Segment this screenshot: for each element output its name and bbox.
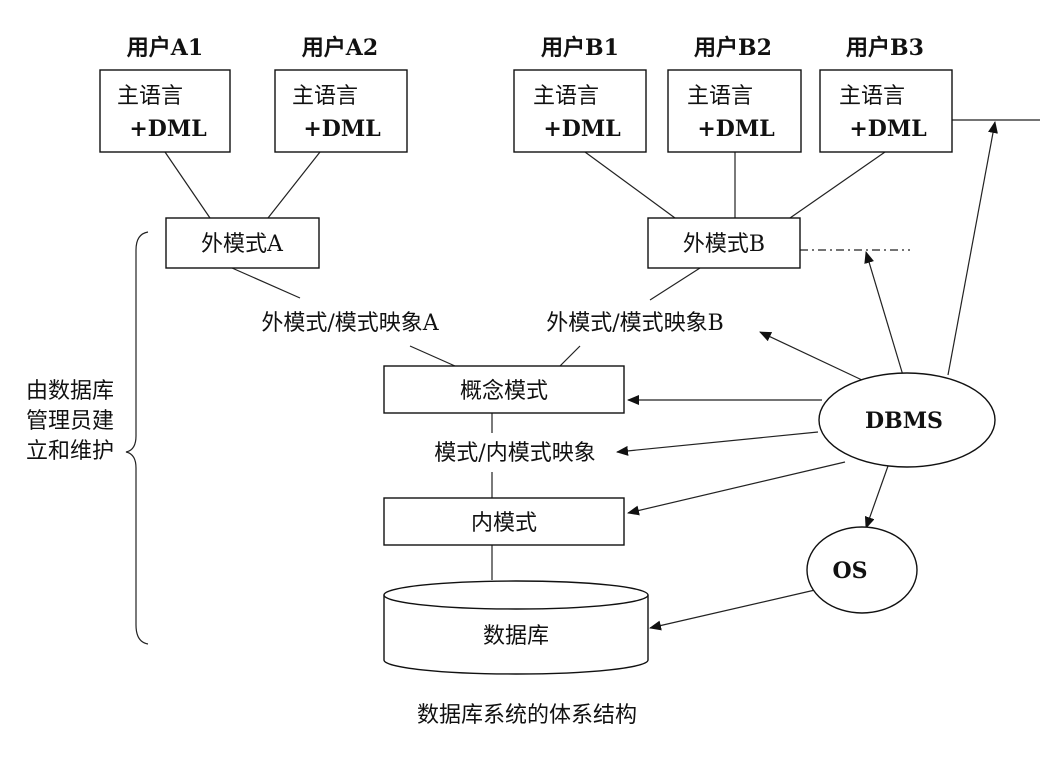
- internal-schema-label: 内模式: [471, 511, 537, 536]
- connector-map-b-conceptual: [559, 345, 581, 367]
- arrow-dbms-users: [947, 121, 998, 376]
- arrow-dbms-mapping-b: [759, 331, 863, 381]
- user-b3-dml: +DML: [849, 116, 926, 142]
- bracket-label-line3: 立和维护: [26, 439, 114, 464]
- external-schema-b-box: 外模式B: [647, 217, 801, 269]
- conceptual-schema-box: 概念模式: [383, 365, 625, 414]
- user-b3-label: 用户B3: [846, 35, 924, 61]
- user-box-b3: 主语言 +DML: [819, 69, 953, 153]
- user-box-b1: 主语言 +DML: [513, 69, 647, 153]
- os-ellipse: OS: [806, 526, 918, 614]
- connector-ext-b-map-b: [649, 267, 701, 301]
- arrow-os-database: [649, 589, 816, 631]
- database-cylinder: 数据库: [383, 580, 649, 675]
- arrow-dbms-internal-mapping: [616, 431, 819, 456]
- arrow-dbms-os: [864, 465, 889, 529]
- dbms-ellipse: DBMS: [818, 372, 996, 468]
- arrow-dbms-external-b: [864, 251, 906, 383]
- os-label: OS: [832, 558, 867, 584]
- bracket-label-line1: 由数据库: [26, 379, 114, 404]
- user-a1-label: 用户A1: [127, 35, 203, 61]
- mapping-a-label: 外模式/模式映象A: [261, 311, 439, 336]
- mapping-b-label: 外模式/模式映象B: [546, 311, 724, 336]
- user-a2-lang: 主语言: [292, 84, 358, 109]
- arrow-dbms-internal: [627, 461, 846, 516]
- external-schema-a-box: 外模式A: [165, 217, 320, 269]
- user-a1-lang: 主语言: [117, 84, 183, 109]
- internal-mapping-label: 模式/内模式映象: [434, 441, 595, 466]
- user-a2-label: 用户A2: [302, 35, 378, 61]
- connector-a2-ext-a: [267, 151, 321, 219]
- user-a1-dml: +DML: [129, 116, 206, 142]
- connector-map-a-conceptual: [409, 345, 456, 367]
- user-box-a2: 主语言 +DML: [274, 69, 408, 153]
- connector-b3-ext-b: [789, 151, 886, 219]
- connector-a1-ext-a: [164, 151, 211, 219]
- user-b2-label: 用户B2: [694, 35, 772, 61]
- user-b1-label: 用户B1: [541, 35, 619, 61]
- external-schema-b-label: 外模式B: [683, 232, 765, 257]
- database-label: 数据库: [483, 624, 549, 649]
- user-b1-dml: +DML: [543, 116, 620, 142]
- user-a2-dml: +DML: [303, 116, 380, 142]
- user-b1-lang: 主语言: [533, 84, 599, 109]
- connector-b1-ext-b: [584, 151, 676, 219]
- user-b2-dml: +DML: [697, 116, 774, 142]
- dbms-label: DBMS: [865, 408, 943, 434]
- bracket-label-line2: 管理员建: [26, 409, 114, 434]
- internal-schema-box: 内模式: [383, 497, 625, 546]
- left-brace: [125, 231, 149, 645]
- external-schema-a-label: 外模式A: [201, 232, 284, 257]
- user-b3-lang: 主语言: [839, 84, 905, 109]
- user-b2-lang: 主语言: [687, 84, 753, 109]
- connector-ext-a-map-a: [231, 267, 301, 299]
- diagram-caption: 数据库系统的体系结构: [417, 703, 637, 728]
- user-box-a1: 主语言 +DML: [99, 69, 231, 153]
- conceptual-schema-label: 概念模式: [460, 379, 548, 404]
- user-box-b2: 主语言 +DML: [667, 69, 802, 153]
